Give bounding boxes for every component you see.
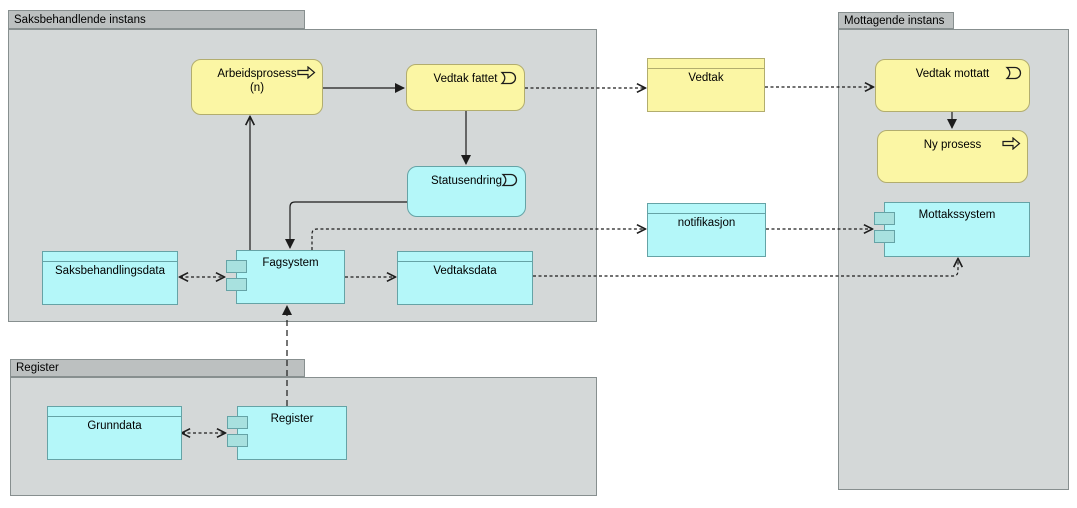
component-tab-icon: [227, 416, 248, 429]
edge-vedtaksdata-to-mottakssystem[interactable]: [533, 259, 958, 277]
node-label-secondary: (n): [249, 82, 265, 94]
node-label: Grunndata: [87, 420, 142, 432]
process-arrow-icon: [1002, 136, 1021, 151]
process-arrow-icon: [297, 65, 316, 80]
edge-fagsystem-to-notifikasjon[interactable]: [311, 229, 645, 250]
object-band: [48, 407, 181, 417]
node-label: Fagsystem: [262, 257, 319, 269]
event-icon: [1004, 66, 1023, 80]
node-label: notifikasjon: [677, 217, 736, 229]
node-mottakssystem[interactable]: Mottakssystem: [874, 202, 1030, 257]
edge-statusendring-to-fagsystem[interactable]: [284, 201, 407, 250]
component-tab-icon: [227, 434, 248, 447]
group-label: Saksbehandlende instans: [14, 13, 146, 26]
node-notifikasjon[interactable]: notifikasjon: [647, 203, 766, 257]
group-saksbehandlende-instans-tab[interactable]: Saksbehandlende instans: [8, 10, 305, 29]
object-band: [648, 204, 765, 214]
object-band: [398, 252, 532, 262]
node-label: Vedtaksdata: [433, 265, 497, 277]
group-label: Register: [16, 362, 59, 374]
node-saksbehandlingsdata[interactable]: Saksbehandlingsdata: [42, 251, 178, 305]
node-register-system[interactable]: Register: [227, 406, 347, 460]
component-tab-icon: [874, 230, 895, 243]
node-vedtak[interactable]: Vedtak: [647, 58, 765, 112]
node-fagsystem[interactable]: Fagsystem: [226, 250, 345, 304]
node-label: Saksbehandlingsdata: [55, 265, 165, 277]
node-vedtaksdata[interactable]: Vedtaksdata: [397, 251, 533, 305]
group-mottagende-instans-tab[interactable]: Mottagende instans: [838, 12, 954, 29]
component-tab-icon: [874, 212, 895, 225]
component-tab-icon: [226, 278, 247, 291]
node-ny-prosess[interactable]: Ny prosess: [877, 130, 1028, 183]
node-label: Mottakssystem: [918, 209, 996, 221]
object-band: [648, 59, 764, 69]
group-register-tab[interactable]: Register: [10, 359, 305, 377]
object-band: [43, 252, 177, 262]
node-vedtak-mottatt[interactable]: Vedtak mottatt: [875, 59, 1030, 112]
event-icon: [499, 71, 518, 85]
node-vedtak-fattet[interactable]: Vedtak fattet: [406, 64, 525, 111]
group-label: Mottagende instans: [844, 14, 945, 27]
node-statusendring[interactable]: Statusendring: [407, 166, 526, 217]
node-grunndata[interactable]: Grunndata: [47, 406, 182, 460]
node-label: Register: [270, 413, 314, 425]
event-icon: [500, 173, 519, 187]
component-tab-icon: [226, 260, 247, 273]
node-arbeidsprosess[interactable]: Arbeidsprosess(n): [191, 59, 323, 115]
node-label: Vedtak: [688, 72, 724, 84]
